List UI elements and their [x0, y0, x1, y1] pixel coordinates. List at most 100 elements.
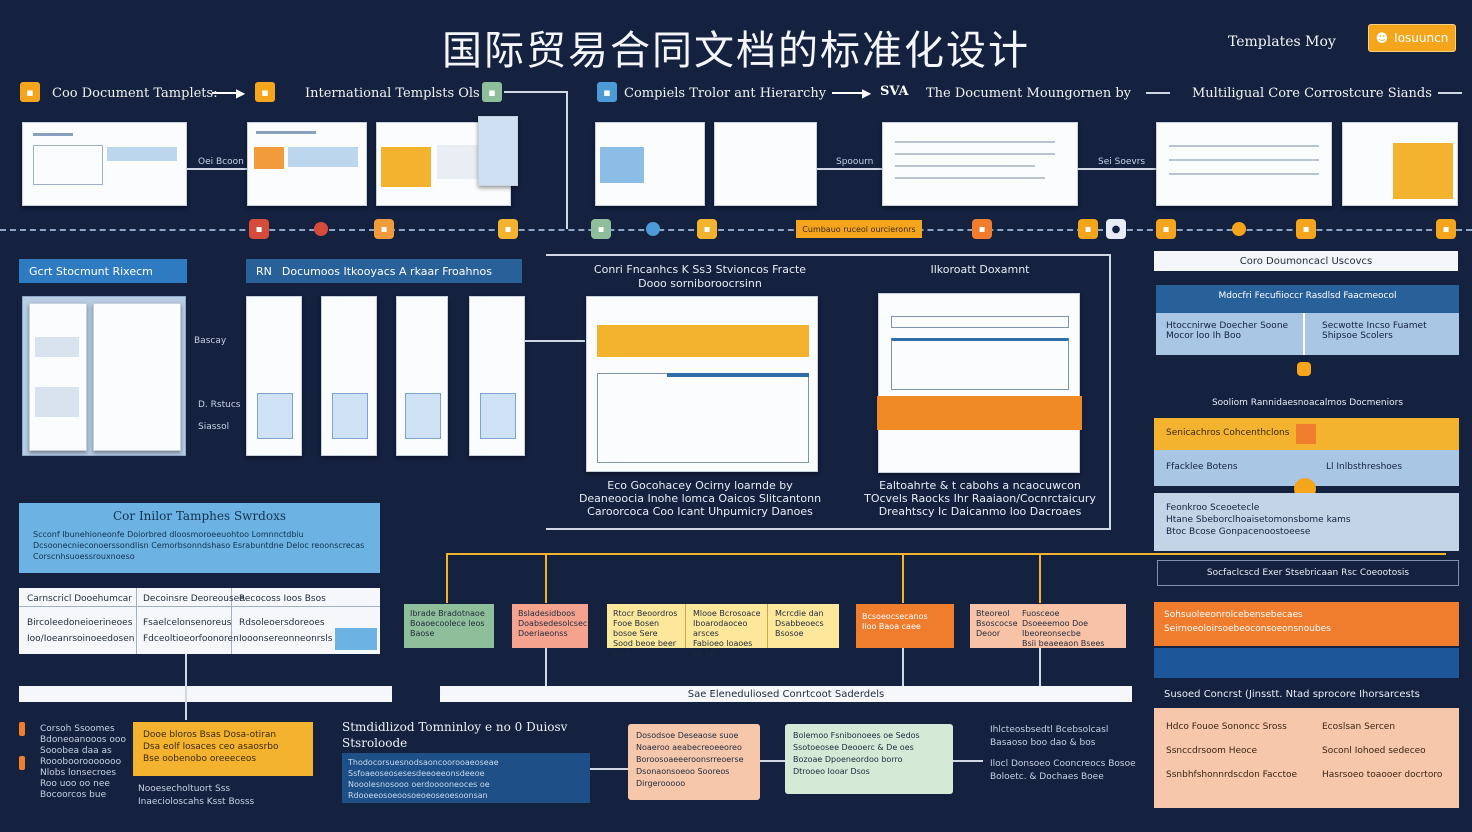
lane-label-international: International Templsts Ols [305, 86, 480, 101]
lane-label-multilingual: Multiligual Core Corrostcure Siands [1192, 86, 1432, 101]
flow-badge[interactable]: Cumbauo ruceol ourcieronrs [796, 220, 922, 238]
timeline-node[interactable]: ▪ [1436, 219, 1456, 239]
terminology-card: Thodocorsuesnodsaoncoorooaeoseae Ssfoaeo… [342, 753, 590, 803]
timeline-node[interactable]: ▪ [374, 219, 394, 239]
timeline-dashed-line [0, 229, 1472, 231]
lane-marker-icon: ▪ [255, 82, 275, 102]
right-caption: TOcvels Raocks Ihr Raaiaon/Cocnrctaicury [864, 492, 1096, 505]
side-label: D. Rstucs [198, 400, 241, 410]
terminology-subtitle: Stsroloode [342, 736, 408, 750]
side-label: Sei Soevrs [1098, 157, 1146, 167]
lane-marker-icon: ▪ [20, 82, 40, 102]
right-mid-title: Sooliom Rannidaesnoacalmos Docmeniors [1211, 398, 1404, 408]
multilingual-document[interactable] [1156, 122, 1332, 206]
connector-line [953, 760, 983, 762]
hierarchy-document[interactable] [595, 122, 705, 206]
connector-line [817, 168, 882, 170]
connector-line [185, 654, 187, 720]
panel-header: RN Documoos Itkooyacs A rkaar Froahnos [246, 259, 522, 283]
document-page[interactable] [469, 296, 525, 456]
gray-card: Feonkroo Sceoetecle Htane Sbeborclhoaise… [1154, 493, 1459, 551]
document-page[interactable] [246, 296, 302, 456]
arrow-right-icon: ▶ [236, 86, 246, 100]
peach-card: Hdco Fouoe Sononcc Sross Ssnccdrsoom Heo… [1154, 708, 1459, 808]
right-heading: Ilkoroatt Doxamnt [930, 263, 1030, 276]
connector-line [760, 760, 785, 762]
timeline-node[interactable]: ▪ [972, 219, 992, 239]
lane-label-core-templates: Coo Document Tamplets: [52, 86, 218, 101]
timeline-node[interactable]: ▪ [697, 219, 717, 239]
document-page[interactable] [321, 296, 377, 456]
core-templates-card: Cor Inilor Tamphes Swrdoxs Scconf Ibuneh… [19, 503, 380, 573]
lane-marker-icon: ▪ [482, 82, 502, 102]
connector-line [902, 648, 904, 686]
right-core-title: Coro Doumoncacl Uscovcs [1154, 251, 1458, 271]
orange-card: Senicachros Cohcenthclons [1154, 418, 1459, 450]
timeline-node[interactable]: ▪ [591, 219, 611, 239]
side-label: Oei Bcoon [198, 157, 244, 167]
connector-line [590, 768, 628, 770]
compliance-document[interactable] [586, 296, 818, 472]
hierarchy-document[interactable] [714, 122, 817, 206]
right-notes: Ihlcteosbsedtl Bcebsolcasl Basaoso boo d… [990, 725, 1136, 782]
arrow-line [212, 92, 240, 94]
connector-line [1078, 168, 1156, 170]
timeline-node[interactable]: ▪ [249, 219, 269, 239]
stacked-documents[interactable] [22, 296, 186, 456]
side-label: Spoourn [836, 157, 874, 167]
connector-node [1297, 362, 1311, 376]
lane-label-management: The Document Moungornen by [926, 86, 1132, 101]
table-footer-strip [19, 686, 392, 702]
template-document [478, 116, 518, 186]
timeline-node[interactable]: ▪ [1296, 219, 1316, 239]
connector-line [1438, 92, 1462, 94]
outline-card: Socfaclcscd Exer Stsebricaan Rsc Coeooto… [1157, 560, 1459, 586]
template-document[interactable] [247, 122, 367, 206]
distribution-line [1039, 553, 1041, 603]
center-caption: Deaneoocia Inohe lomca Oaicos Slitcanton… [578, 492, 822, 505]
timeline-node[interactable] [314, 222, 328, 236]
connector-line [504, 91, 566, 93]
yellow-foot: Nooesecholtuort Sss [138, 784, 231, 794]
right-caption: Dreahtscy Ic Daicanmo loo Dacroaes [878, 505, 1082, 518]
multilingual-document[interactable] [1342, 122, 1458, 206]
lane-marker-icon: ▪ [597, 82, 617, 102]
timeline-node[interactable]: ▪ [1078, 219, 1098, 239]
connector-line [525, 340, 585, 342]
blue-info-card: Mdocfri Fecufiioccr Rasdlsd Faacmeocol H… [1156, 285, 1459, 355]
center-caption: Eco Gocohacey Ocirny loarnde by [607, 479, 793, 492]
templates-map-label[interactable]: Templates Moy [1228, 34, 1336, 50]
orange-bar: Sohsuoleeonrolcebensebecaes Seirnoeoloir… [1154, 602, 1459, 646]
connector-line [545, 648, 547, 686]
distribution-line [902, 553, 904, 603]
center-heading: Conri Fncanhcs K Ss3 Stvioncos Fracte [593, 263, 807, 276]
timeline-node[interactable]: ▪ [498, 219, 518, 239]
bottom-center-heading: Sae Eleneduliosed Conrtcoot Saderdels [440, 686, 1132, 702]
yellow-card: Dooe bloros Bsas Dosa-otiran Dsa eolf lo… [133, 722, 313, 776]
account-button[interactable]: ☻ Iosuuncn [1368, 24, 1456, 52]
panel-prefix: RN [256, 264, 272, 278]
timeline-node[interactable] [646, 222, 660, 236]
timeline-node[interactable] [1232, 222, 1246, 236]
center-frame [546, 254, 1111, 530]
management-document[interactable] [882, 122, 1078, 206]
small-left-list: Corsoh Ssoomes Bdoneoanooos ooo Sooobea … [40, 724, 126, 800]
center-subheading: Dooo sorniboroocrsinn [638, 277, 762, 290]
timeline-node[interactable]: ● [1106, 219, 1126, 239]
side-label: Bascay [194, 336, 227, 346]
distribution-line [545, 553, 547, 603]
right-caption: Ealtoahrte & t cabohs a ncaocuwcon [879, 479, 1081, 492]
framework-document[interactable] [878, 293, 1080, 473]
distribution-line [446, 553, 1446, 555]
lane-prefix: SVA [880, 84, 909, 99]
document-page[interactable] [396, 296, 448, 456]
template-document[interactable] [22, 122, 187, 206]
timeline-node[interactable]: ▪ [1156, 219, 1176, 239]
